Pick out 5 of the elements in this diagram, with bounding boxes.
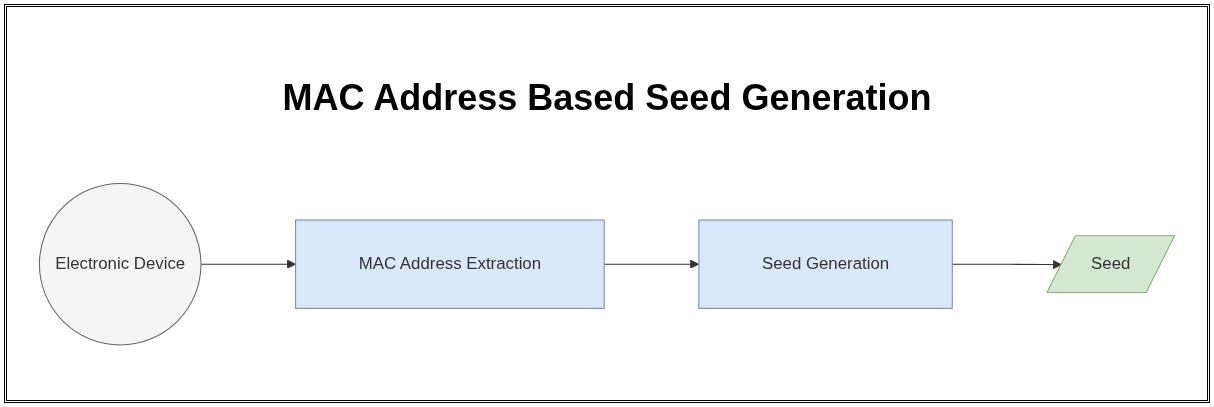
node-box (295, 219, 605, 310)
node-circle (38, 183, 202, 346)
node-box (698, 219, 953, 310)
diagram-title: MAC Address Based Seed Generation (282, 77, 932, 119)
diagram-frame: MAC Address Based Seed Generation Electronic Device MAC Address Extraction Seed Generation Seed (4, 4, 1210, 403)
